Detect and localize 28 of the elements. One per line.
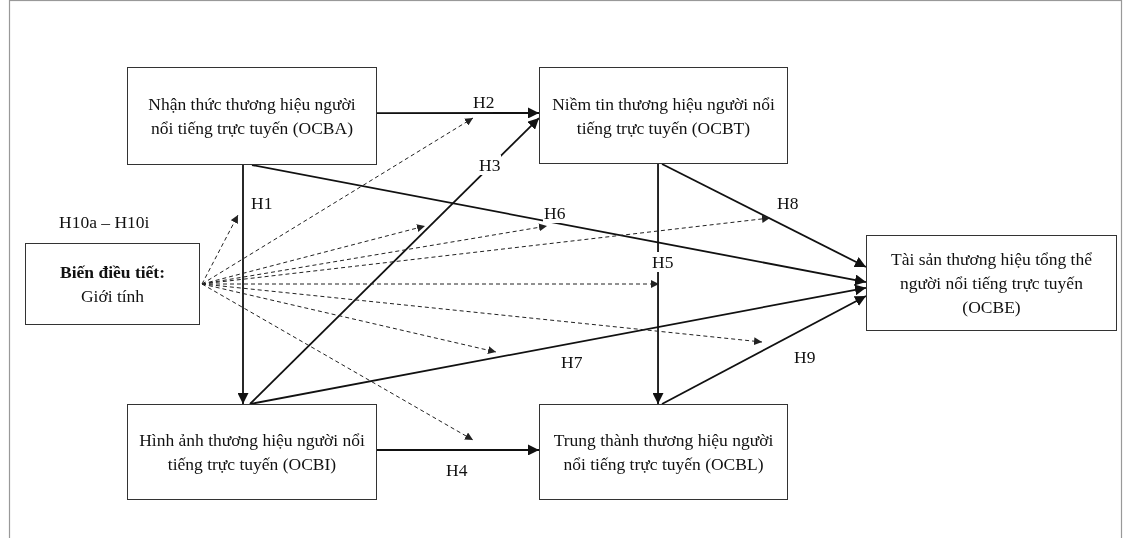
- box-text: Hình ảnh thương hiệu người nổi tiếng trực tuyến (OCBI): [138, 429, 366, 476]
- box-text: Tài sản thương hiệu tổng thể người nổi tiếng trực tuyến (OCBE): [890, 248, 1093, 319]
- dashed-arrow: [201, 283, 497, 355]
- edge-label: H3: [478, 155, 502, 175]
- edge-label: H5: [651, 252, 675, 272]
- arrow: [237, 164, 249, 405]
- arrow: [652, 163, 664, 405]
- arrow: [376, 107, 540, 119]
- construct-box: [539, 404, 788, 500]
- dashed-arrow: [201, 117, 474, 285]
- dashed-arrow: [201, 214, 239, 285]
- construct-box: [866, 235, 1117, 331]
- construct-box: [127, 67, 377, 165]
- construct-box: [25, 243, 200, 325]
- arrow: [249, 117, 540, 405]
- arrow: [661, 295, 867, 405]
- box-text: Nhận thức thương hiệu người nổi tiếng trực tuyến (OCBA): [147, 93, 357, 140]
- arrow: [251, 164, 867, 286]
- box-heading: Biến điều tiết:: [60, 261, 165, 284]
- arrow: [661, 163, 867, 268]
- box-text: Trung thành thương hiệu người nổi tiếng trực tuyến (OCBL): [552, 429, 775, 476]
- dashed-arrow: [201, 283, 474, 441]
- arrow: [249, 284, 867, 405]
- construct-box: [127, 404, 377, 500]
- box-text: Niềm tin thương hiệu người nổi tiếng trực tuyến (OCBT): [551, 92, 776, 140]
- arrow: [376, 444, 540, 456]
- construct-box: [539, 67, 788, 164]
- box-text: Giới tính: [80, 285, 145, 308]
